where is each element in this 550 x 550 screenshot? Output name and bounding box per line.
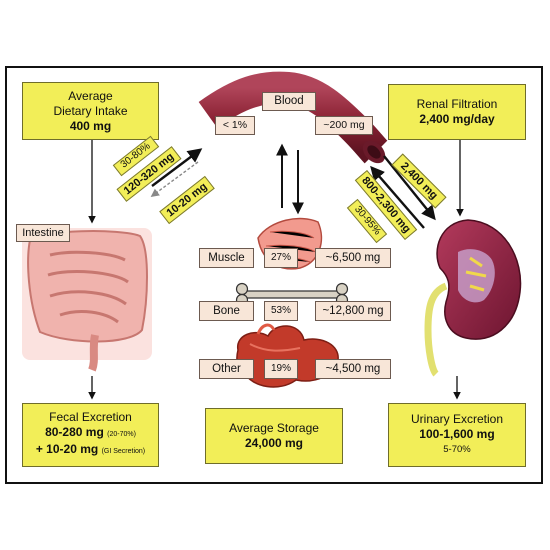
average-storage-value: 24,000 mg <box>244 436 304 450</box>
fecal-excretion-box: Fecal Excretion 80-280 mg (20-70%) + 10-… <box>22 403 159 467</box>
fecal-excretion-title: Fecal Excretion <box>49 410 132 424</box>
blood-amount: ~200 mg <box>315 116 373 135</box>
storage-name-muscle: Muscle <box>199 248 254 268</box>
renal-filtration-box: Renal Filtration 2,400 mg/day <box>388 84 526 140</box>
blood-percent: < 1% <box>215 116 255 135</box>
intestine-label: Intestine <box>16 224 70 242</box>
urinary-excretion-value: 100-1,600 mg <box>419 427 495 441</box>
average-storage-title: Average Storage <box>229 421 319 435</box>
fecal-excretion-note1: (20-70%) <box>107 431 136 438</box>
blood-label: Blood <box>262 92 316 111</box>
kidney-illustration <box>424 219 522 377</box>
blood-vessel-illustration <box>198 71 388 164</box>
urinary-excretion-note: 5-70% <box>443 444 471 455</box>
gi-secretion-arrow <box>150 161 199 197</box>
storage-amount-other: ~4,500 mg <box>315 359 391 379</box>
renal-filtration-value: 2,400 mg/day <box>419 112 495 126</box>
fecal-excretion-note2: (GI Secretion) <box>101 448 146 455</box>
fecal-excretion-value2: + 10-20 mg <box>35 442 99 456</box>
dietary-intake-value: 400 mg <box>69 119 112 133</box>
storage-percent-other: 19% <box>264 359 298 379</box>
dietary-intake-line1: Average <box>68 89 113 103</box>
absorption-arrow <box>151 148 203 187</box>
average-storage-box: Average Storage 24,000 mg <box>205 408 343 464</box>
storage-name-bone: Bone <box>199 301 254 321</box>
renal-filtration-title: Renal Filtration <box>416 97 498 111</box>
storage-amount-muscle: ~6,500 mg <box>315 248 391 268</box>
intestine-illustration <box>22 228 152 372</box>
storage-name-other: Other <box>199 359 254 379</box>
dietary-intake-box: Average Dietary Intake 400 mg <box>22 82 159 140</box>
urinary-excretion-title: Urinary Excretion <box>410 412 504 426</box>
storage-amount-bone: ~12,800 mg <box>315 301 391 321</box>
fecal-excretion-value1: 80-280 mg <box>45 425 104 439</box>
storage-percent-muscle: 27% <box>264 248 298 268</box>
storage-percent-bone: 53% <box>264 301 298 321</box>
reabsorption-arrow <box>370 165 425 229</box>
dietary-intake-line2: Dietary Intake <box>53 104 128 118</box>
urinary-excretion-box: Urinary Excretion 100-1,600 mg 5-70% <box>388 403 526 467</box>
